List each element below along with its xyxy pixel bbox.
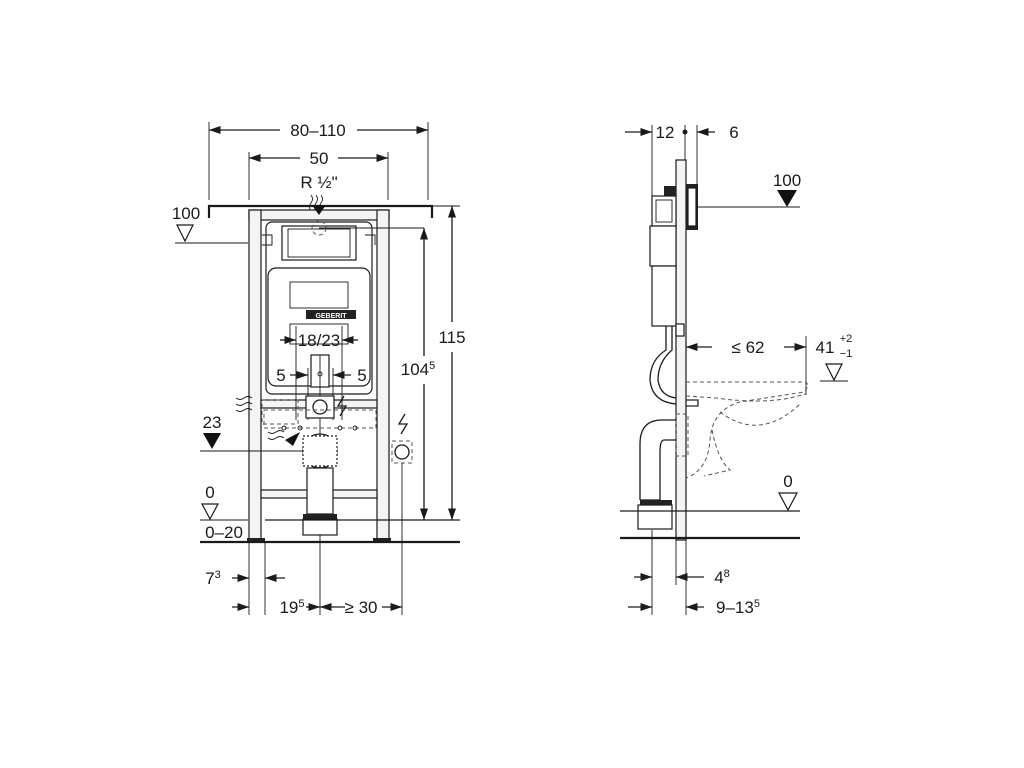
supply-label: R ½" [300,173,337,192]
level-triangle-icon [176,224,194,243]
dim-23-label: 23 [203,413,222,432]
dim-41: 41 +2 −1 [816,333,853,382]
drain-pipe [302,433,338,536]
dim-41-main: 41 [816,338,835,357]
dim-7-main: 7 [205,569,214,588]
ref-0-label: 0 [205,483,214,502]
dim-19: 195 [232,598,320,617]
dim-104-sup: 5 [429,360,435,372]
electric-box [391,413,413,464]
dim-0-20-label: 0–20 [205,523,243,542]
dim-19-sup: 5 [298,598,304,610]
water-supply-icon [267,430,285,440]
level-triangle-icon [777,190,797,207]
dim-5-right-label: 5 [357,366,366,385]
cistern: GEBERIT [262,221,376,395]
water-supply-icon [235,396,253,412]
ref-100-label: 100 [172,204,200,223]
dim-frame-width: 50 [249,149,388,168]
dim-19-label: 195 [279,598,304,617]
level-triangle-icon [201,503,219,521]
dim-ge30-label: ≥ 30 [345,598,378,617]
toilet-bowl [685,381,809,479]
dim-7-sup: 3 [215,569,221,581]
dim-12-label: 12 [656,123,675,142]
dim-9-13: 9–135 [628,598,760,617]
dim-19-main: 19 [279,598,298,617]
side-view: 12 6 100 [620,123,852,617]
front-view: 80–110 50 R ½" 100 [172,121,466,617]
side-ref-0-label: 0 [783,472,792,491]
dim-ge30: ≥ 30 [320,598,402,617]
dim-width-range: 80–110 [209,121,428,140]
dim-104-main: 104 [401,360,429,379]
flush-pipe [649,323,685,405]
dim-115-label: 115 [438,328,465,347]
dim-le62-label: ≤ 62 [732,338,765,357]
dim-4-label: 48 [714,568,730,587]
dim-104-label: 1045 [401,360,436,379]
brand-logo: GEBERIT [315,313,347,320]
level-triangle-icon [203,433,221,449]
dim-9-13-sup: 5 [754,598,760,610]
dim-18-23: 18/23 [280,326,358,420]
dim-4-main: 4 [714,568,723,587]
electric-icon [336,395,348,417]
dim-4: 48 [634,568,730,587]
dim-12: 12 [625,123,674,142]
side-ref-100-label: 100 [773,171,801,190]
side-cistern [649,195,677,327]
level-triangle-icon [778,492,798,512]
dim-115: 115 [432,205,466,520]
dim-width-range-label: 80–110 [290,121,345,140]
dim-6-label: 6 [729,123,738,142]
dim-9-13-label: 9–135 [716,598,760,617]
dim-le62: ≤ 62 [686,338,806,357]
dim-9-13-main: 9–13 [716,598,754,617]
dim-7: 73 [205,569,285,588]
dim-104: 1045 [401,228,436,520]
dim-41-tol-plus: +2 [840,333,853,345]
dim-18-23-label: 18/23 [298,331,341,350]
dim-41-tol-minus: −1 [840,348,853,360]
dim-7-label: 73 [205,569,221,588]
drain-bend [637,419,676,530]
dim-6: 6 [697,123,739,142]
dim-frame-width-label: 50 [310,149,329,168]
level-triangle-icon [825,363,843,382]
dim-4-sup: 8 [724,568,730,580]
dim-5-left-label: 5 [276,366,285,385]
